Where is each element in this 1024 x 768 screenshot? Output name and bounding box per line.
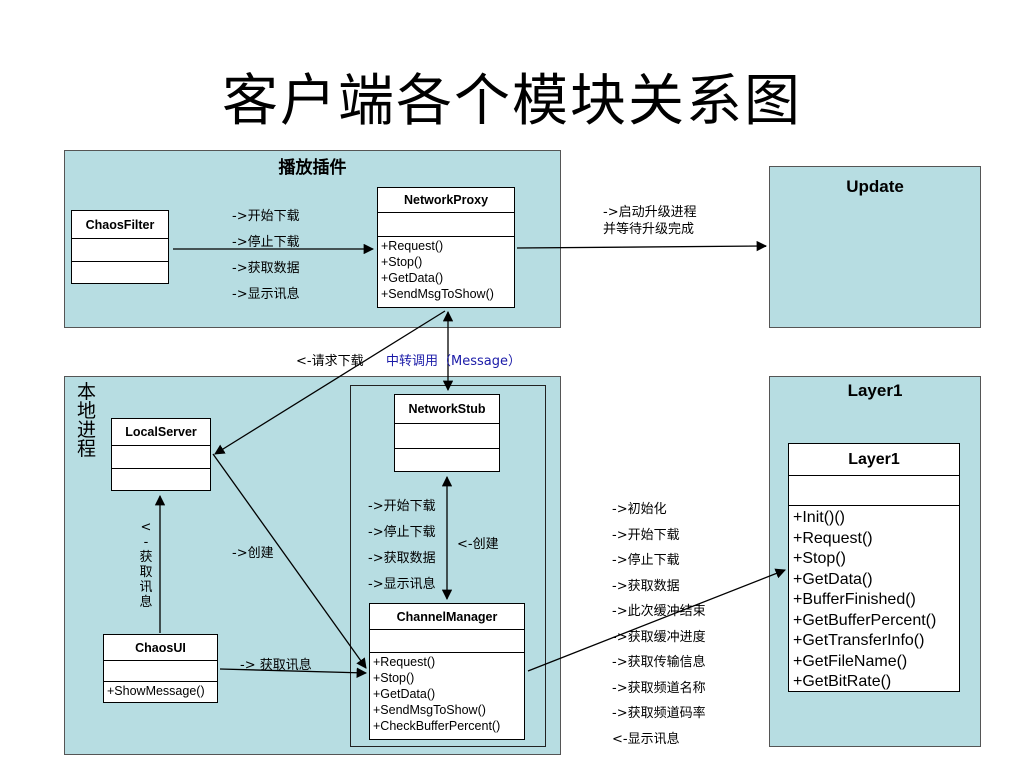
class-name: ChaosUI — [104, 635, 217, 661]
page-title: 客户端各个模块关系图 — [222, 69, 802, 134]
class-name: NetworkStub — [395, 395, 499, 424]
chaos-filter-class: ChaosFilter — [71, 210, 169, 284]
label-layer-init: ->初始化 — [612, 502, 667, 517]
update-panel: Update — [769, 166, 981, 328]
label-create-back: <-创建 — [457, 537, 499, 552]
method-list: +ShowMessage() — [107, 684, 205, 698]
label-relay-call: 中转调用（Message） — [386, 354, 521, 369]
label-stub-start: ->开始下载 — [368, 499, 436, 514]
class-name: ChaosFilter — [72, 211, 168, 239]
label-layer-channel-name: ->获取频道名称 — [612, 681, 706, 696]
layer1-panel-title: Layer1 — [847, 381, 903, 400]
arrow-ui-to-channel — [219, 667, 368, 678]
label-layer-buffer-percent: ->获取缓冲进度 — [612, 630, 706, 645]
layer1-class: Layer1 +Init()() +Request() +Stop() +Get… — [788, 443, 960, 692]
channel-manager-class: ChannelManager +Request() +Stop() +GetDa… — [369, 603, 525, 740]
method-list: +Init()() +Request() +Stop() +GetData() … — [793, 509, 937, 690]
label-layer-bitrate: ->获取频道码率 — [612, 706, 706, 721]
method-list: +Request() +Stop() +GetData() +SendMsgTo… — [381, 239, 494, 301]
label-layer-stop: ->停止下载 — [612, 553, 680, 568]
label-stop-download: ->停止下载 — [232, 235, 300, 250]
label-stub-get-data: ->获取数据 — [368, 551, 436, 566]
label-layer-get-data: ->获取数据 — [612, 579, 680, 594]
arrow-localserver-to-channel — [212, 453, 367, 669]
label-start-upgrade: ->启动升级进程 — [603, 205, 697, 220]
label-layer-start: ->开始下载 — [612, 528, 680, 543]
label-create-forward: ->创建 — [232, 546, 274, 561]
class-name: ChannelManager — [370, 604, 524, 630]
label-ui-get-message: -> 获取讯息 — [240, 658, 312, 673]
class-name: NetworkProxy — [378, 188, 514, 213]
local-process-panel-title: 本地进程 — [77, 381, 97, 460]
arrow-proxy-to-localserver — [214, 310, 446, 455]
label-show-message: ->显示讯息 — [232, 287, 300, 302]
label-stub-show: ->显示讯息 — [368, 577, 436, 592]
class-name: LocalServer — [112, 419, 210, 446]
class-name: Layer1 — [789, 444, 959, 476]
label-layer-transfer-info: ->获取传输信息 — [612, 655, 706, 670]
label-layer-show-message: <-显示讯息 — [612, 732, 680, 747]
label-wait-upgrade: 并等待升级完成 — [603, 222, 695, 237]
arrow-channel-to-layer1 — [527, 568, 786, 672]
label-get-data: ->获取数据 — [232, 261, 300, 276]
method-list: +Request() +Stop() +GetData() +SendMsgTo… — [373, 655, 501, 733]
chaos-ui-class: ChaosUI +ShowMessage() — [103, 634, 218, 703]
update-panel-title: Update — [846, 177, 904, 196]
label-request-download: <-请求下载 — [296, 354, 364, 369]
network-stub-class: NetworkStub — [394, 394, 500, 472]
label-stub-stop: ->停止下载 — [368, 525, 436, 540]
label-start-download: ->开始下载 — [232, 209, 300, 224]
plugin-panel-title: 播放插件 — [278, 158, 347, 177]
label-layer-buffer-finished: ->此次缓冲结束 — [612, 604, 706, 619]
network-proxy-class: NetworkProxy +Request() +Stop() +GetData… — [377, 187, 515, 308]
label-get-message-vertical: <-获取讯息 — [139, 520, 153, 610]
local-server-class: LocalServer — [111, 418, 211, 491]
arrow-proxy-to-update — [516, 240, 768, 252]
